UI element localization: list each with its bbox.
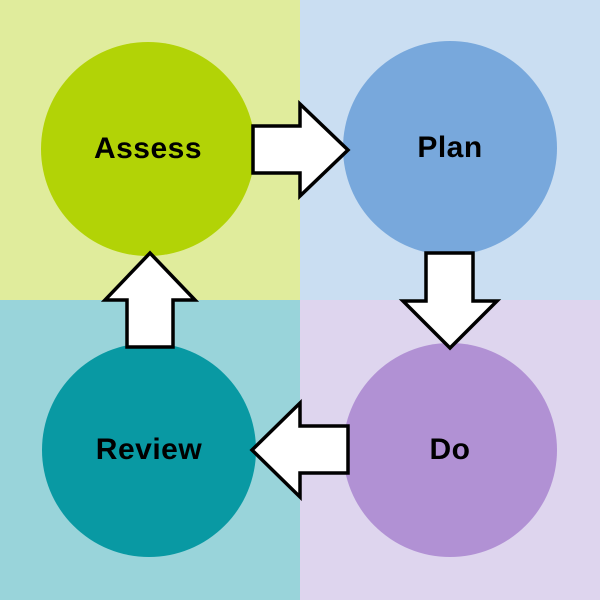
review-circle: Review bbox=[42, 343, 256, 557]
plan-circle: Plan bbox=[343, 41, 557, 255]
plan-label: Plan bbox=[417, 131, 483, 164]
do-circle: Do bbox=[343, 343, 557, 557]
review-label: Review bbox=[95, 433, 203, 466]
assess-circle: Assess bbox=[41, 42, 255, 256]
assess-label: Assess bbox=[93, 132, 203, 165]
do-label: Do bbox=[429, 433, 471, 466]
